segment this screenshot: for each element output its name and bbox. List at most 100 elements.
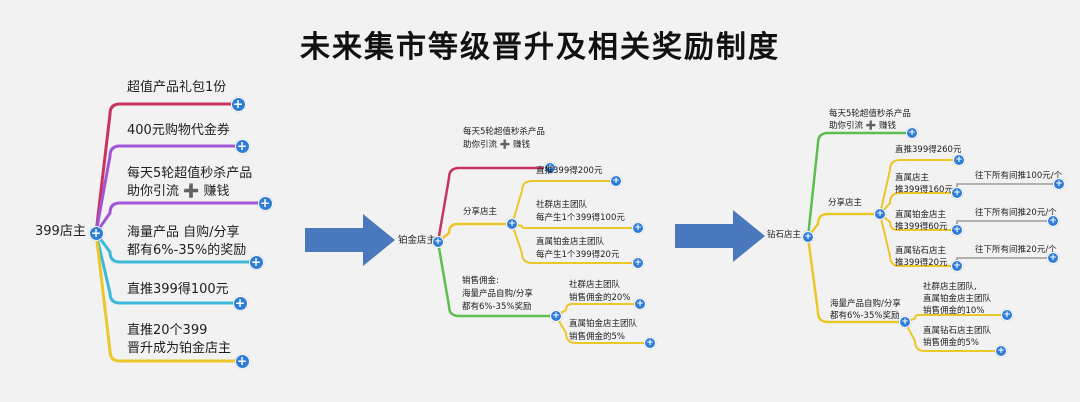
branch-connector: [94, 144, 244, 235]
branch-label: 都有6%-35%奖励: [830, 311, 900, 321]
branch-label: 直属铂金店主: [895, 210, 947, 220]
expand-toggle[interactable]: +: [432, 236, 444, 248]
branch-label: 每天5轮超值秒杀产品: [127, 166, 253, 181]
branch-label: 直属店主: [895, 173, 930, 183]
expand-toggle[interactable]: +: [1001, 309, 1013, 321]
branch-connector: [511, 223, 639, 229]
expand-toggle[interactable]: +: [230, 96, 246, 112]
branch-connector: [94, 231, 242, 305]
branch-label-indirect: 往下所有间推100元/个: [975, 171, 1063, 181]
expand-toggle[interactable]: +: [550, 310, 562, 322]
expand-toggle[interactable]: +: [874, 208, 886, 220]
branch-label-share-owner: 分享店主: [828, 198, 863, 208]
branch-label: 销售佣金:: [462, 276, 499, 286]
expand-toggle[interactable]: +: [953, 154, 965, 166]
page-title: 未来集市等级晋升及相关奖励制度: [300, 30, 780, 65]
expand-toggle[interactable]: +: [506, 218, 518, 230]
branch-label: 推399得160元: [895, 185, 953, 195]
branch-label: 助你引流 ➕ 赚钱: [127, 184, 230, 199]
expand-toggle[interactable]: +: [1053, 178, 1065, 190]
root-node-diamond: 钻石店主: [767, 230, 802, 240]
branch-label: 销售佣金的5%: [569, 332, 625, 342]
branch-label: 海量产品自购/分享: [830, 299, 901, 309]
branch-label-share-owner: 分享店主: [463, 207, 498, 217]
branch-label: 直属铂金店主团队: [536, 237, 605, 247]
branch-connector: [436, 222, 514, 244]
branch-label: 社群店主团队: [536, 200, 588, 210]
expand-toggle[interactable]: +: [951, 260, 963, 272]
branch-connector: [956, 220, 1054, 231]
expand-toggle[interactable]: +: [88, 225, 104, 241]
branch-label: 助你引流 ➕ 赚钱: [829, 121, 896, 131]
expand-toggle[interactable]: +: [248, 254, 264, 270]
branch-label: 直推399得100元: [127, 282, 229, 297]
branch-connector: [904, 321, 1002, 352]
branch-connector: [879, 213, 958, 231]
branch-label: 海量产品自购/分享: [462, 289, 533, 299]
expand-toggle[interactable]: +: [632, 257, 644, 269]
branch-label: 每天5轮超值秒杀产品: [463, 127, 545, 137]
branch-label: 推399得20元: [895, 258, 948, 268]
branch-connector: [511, 180, 617, 225]
branch-connector: [94, 201, 267, 235]
branch-label: 超值产品礼包1份: [127, 80, 227, 95]
branch-label: 推399得60元: [895, 222, 948, 232]
branch-label: 每产生1个399得100元: [536, 213, 625, 223]
expand-toggle[interactable]: +: [951, 224, 963, 236]
branch-label: 每天5轮超值秒杀产品: [829, 109, 911, 119]
branch-label: 直属钻石店主团队: [923, 326, 992, 336]
branch-label: 直推20个399: [127, 323, 208, 338]
branch-connector: [806, 212, 882, 239]
branch-connector: [879, 192, 958, 215]
branch-connector: [956, 183, 1060, 194]
expand-toggle[interactable]: +: [234, 138, 250, 154]
expand-toggle[interactable]: +: [899, 316, 911, 328]
expand-toggle[interactable]: +: [1047, 215, 1059, 227]
expand-toggle[interactable]: +: [232, 295, 248, 311]
expand-toggle[interactable]: +: [906, 127, 918, 139]
branch-label: 每产生1个399得20元: [536, 250, 620, 260]
root-node-399: 399店主: [35, 224, 86, 239]
branch-label: 晋升成为铂金店主: [127, 341, 232, 356]
branch-connector: [806, 235, 907, 324]
branch-label-indirect: 往下所有间推20元/个: [975, 245, 1057, 255]
branch-connector: [94, 231, 258, 264]
branch-connector: [94, 231, 244, 363]
progression-arrow: [675, 210, 765, 262]
expand-toggle[interactable]: +: [632, 222, 644, 234]
expand-toggle[interactable]: +: [544, 162, 556, 174]
expand-toggle[interactable]: +: [802, 231, 814, 243]
progression-arrow: [305, 214, 395, 266]
branch-label: 海量产品 自购/分享: [127, 225, 240, 240]
branch-label: 直推399得260元: [895, 145, 962, 155]
expand-toggle[interactable]: +: [995, 345, 1007, 357]
branch-label: 社群店主团队: [569, 280, 621, 290]
branch-connector: [436, 166, 552, 244]
branch-connector: [879, 213, 958, 267]
expand-toggle[interactable]: +: [1047, 252, 1059, 264]
expand-toggle[interactable]: +: [610, 175, 622, 187]
branch-label: 400元购物代金券: [127, 123, 230, 138]
branch-label: 社群店主团队,: [923, 282, 977, 292]
expand-toggle[interactable]: +: [257, 195, 273, 211]
branch-label: 销售佣金的10%: [923, 306, 985, 316]
branch-label: 助你引流 ➕ 赚钱: [463, 140, 530, 150]
branch-connector: [555, 315, 651, 344]
branch-label: 直属钻石店主: [895, 246, 947, 256]
expand-toggle[interactable]: +: [634, 298, 646, 310]
expand-toggle[interactable]: +: [951, 187, 963, 199]
branch-connector: [555, 303, 641, 317]
branch-connector: [94, 102, 240, 235]
branch-label: 直推399得200元: [536, 166, 603, 176]
expand-toggle[interactable]: +: [644, 337, 656, 349]
branch-label: 都有6%-35%的奖励: [127, 243, 247, 258]
branch-label: 直属铂金店主团队: [923, 294, 992, 304]
branch-connector: [511, 223, 639, 264]
branch-label: 销售佣金的20%: [569, 293, 631, 303]
expand-toggle[interactable]: +: [234, 353, 250, 369]
root-node-platinum: 铂金店主: [398, 235, 437, 246]
branch-connector: [806, 131, 914, 239]
branch-label: 销售佣金的5%: [923, 338, 979, 348]
